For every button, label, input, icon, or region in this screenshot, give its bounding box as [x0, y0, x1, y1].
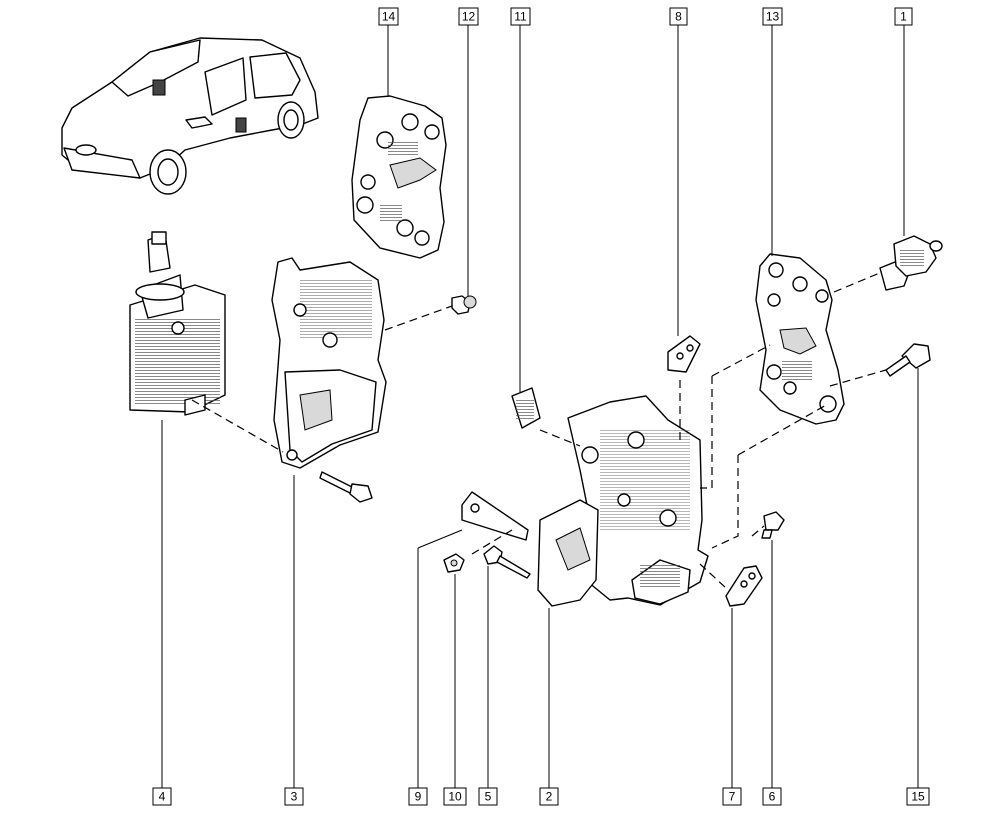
callout-9: 9: [408, 787, 428, 806]
part-15-screw: [885, 343, 931, 377]
part-13-striker-plate: [755, 253, 845, 425]
callout-1: 1: [894, 7, 913, 26]
part-9-lever: [461, 491, 529, 541]
part-2-door-lock: [537, 395, 709, 607]
part-3-lock-left: [271, 257, 387, 469]
part-12-clip: [451, 295, 477, 315]
part-1-bushing: [879, 235, 943, 291]
svg-text:2: 2: [546, 790, 553, 804]
part-8-tab: [667, 335, 701, 373]
callout-8: 8: [669, 7, 688, 26]
callout-12: 12: [458, 7, 479, 26]
part-11-connector: [511, 387, 541, 429]
callout-10: 10: [443, 787, 467, 806]
svg-text:7: 7: [729, 790, 736, 804]
svg-text:15: 15: [911, 790, 925, 804]
svg-text:12: 12: [462, 10, 476, 24]
svg-text:3: 3: [291, 790, 298, 804]
assembly-lines: [191, 271, 887, 589]
part-4-actuator: [129, 231, 226, 416]
part-5-screw: [483, 545, 531, 579]
callout-15: 15: [906, 787, 930, 806]
callout-11: 11: [510, 7, 531, 26]
callout-13: 13: [762, 7, 783, 26]
svg-text:14: 14: [382, 10, 396, 24]
svg-text:9: 9: [415, 790, 422, 804]
svg-text:1: 1: [900, 10, 907, 24]
callout-7: 7: [722, 787, 742, 806]
svg-text:10: 10: [448, 790, 462, 804]
svg-text:6: 6: [769, 790, 776, 804]
bolt-part-3: [319, 471, 373, 503]
leader-lines: [161, 25, 919, 788]
callout-6: 6: [762, 787, 782, 806]
callout-2: 2: [539, 787, 559, 806]
callout-3: 3: [284, 787, 304, 806]
callout-4: 4: [152, 787, 172, 806]
svg-text:4: 4: [159, 790, 166, 804]
part-7-tab: [725, 565, 763, 607]
part-10-nut: [443, 553, 465, 573]
callout-14: 14: [378, 7, 399, 26]
svg-text:5: 5: [485, 790, 492, 804]
callout-5: 5: [478, 787, 498, 806]
part-6-bolt: [761, 511, 785, 539]
part-14-striker-plate: [351, 95, 447, 259]
svg-text:11: 11: [514, 10, 527, 24]
svg-text:13: 13: [766, 10, 780, 24]
svg-text:8: 8: [675, 10, 682, 24]
car-illustration: [61, 37, 319, 195]
